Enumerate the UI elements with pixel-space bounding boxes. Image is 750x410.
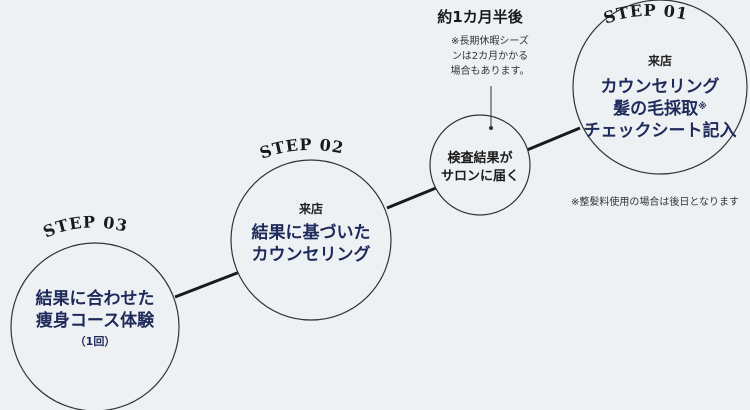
middle-note-line-3: 場合もあります。 [450,66,530,77]
step3-description: 結果に合わせた 痩身コース体験 [15,288,175,332]
connector-mid-1 [526,126,581,152]
note-pointer-dot [489,126,493,130]
step3-label: STEP 03 [40,212,129,241]
step3-circle [10,242,180,410]
middle-line-2: サロンに届く [440,169,519,184]
step2-line-1: 結果に基づいた [251,223,371,243]
step1-line-2: 髪の毛採取※ [613,99,707,119]
step2-line-2: カウンセリング [251,245,371,265]
step3-line-2: 痩身コース体験 [35,311,155,331]
step1-mark: ※ [698,102,707,112]
step1-line-1: カウンセリング [600,77,720,97]
step3-sub: （1回） [74,335,116,348]
step3-line-1: 結果に合わせた [35,289,155,309]
step1-line-3: チェックシート記入 [583,121,737,141]
middle-circle [429,114,531,216]
middle-line-1: 検査結果が [447,151,513,166]
step2-circle [230,159,392,321]
step2-label: STEP 02 [257,135,346,163]
connector-2-mid [386,186,437,210]
step1-circle [572,0,748,175]
step2-place: 来店 [298,202,323,216]
step1-place: 来店 [647,54,672,68]
middle-description: 検査結果が サロンに届く [430,150,530,186]
duration-label: 約1カ月半後 [437,8,523,26]
middle-note-line-1: ※長期休暇シーズ [451,36,529,47]
step1-description: カウンセリング 髪の毛採取※ チェックシート記入 [575,76,745,142]
step1-note: ※整髪料使用の場合は後日となります [570,197,740,208]
step2-description: 結果に基づいた カウンセリング [231,222,391,266]
middle-note-line-2: ンは2カ月かかる [451,51,529,62]
middle-note: ※長期休暇シーズ ンは2カ月かかる 場合もあります。 [415,34,565,79]
